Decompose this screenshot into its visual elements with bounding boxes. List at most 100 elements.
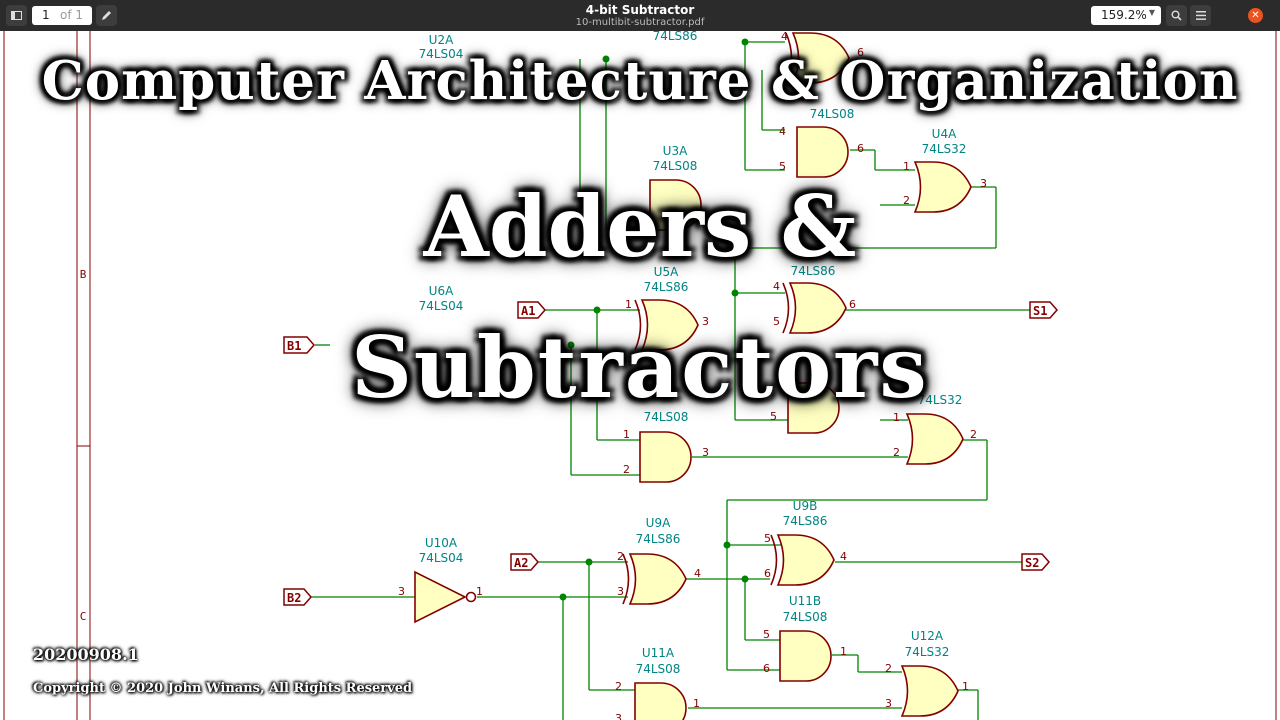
sidebar-icon <box>11 11 22 20</box>
zoom-value: 159.2% <box>1101 8 1147 22</box>
schematic-canvas: B C <box>3 31 1277 720</box>
component-part: 74LS86 <box>783 514 828 528</box>
pin-number: 6 <box>857 46 864 59</box>
document-filename: 10-multibit-subtractor.pdf <box>575 17 705 28</box>
zoom-select[interactable]: 159.2% ▼ <box>1091 6 1161 25</box>
port-a1 <box>517 301 546 319</box>
pin-number: 5 <box>781 58 788 71</box>
close-button[interactable]: ✕ <box>1248 8 1263 23</box>
junction-dot <box>567 341 575 349</box>
component-ref: U6A <box>429 284 454 298</box>
pin-number: 6 <box>857 142 864 155</box>
pin-number: 2 <box>970 428 977 441</box>
gate-not <box>414 571 477 623</box>
component-part: 74LS08 <box>783 610 828 624</box>
pin-number: 5 <box>764 532 771 545</box>
port-b1 <box>283 336 315 354</box>
pin-number: 6 <box>849 298 856 311</box>
pin-number: 1 <box>625 298 632 311</box>
pin-number: 2 <box>885 662 892 675</box>
wires <box>310 41 1030 720</box>
component-ref: U5A <box>654 265 679 279</box>
gate-or <box>901 665 959 717</box>
component-ref: U9A <box>646 516 671 530</box>
pin-number: 2 <box>615 680 622 693</box>
component-ref: U2A <box>429 33 454 47</box>
junction-dot <box>585 558 593 566</box>
pin-number: 2 <box>617 550 624 563</box>
pin-number: 3 <box>615 712 622 720</box>
gate-and <box>796 126 849 178</box>
component-part: 74LS86 <box>636 532 681 546</box>
pin-number: 3 <box>885 697 892 710</box>
junction-dot <box>593 306 601 314</box>
pin-number: 5 <box>770 410 777 423</box>
gate-or <box>906 413 964 465</box>
pin-number: 4 <box>840 550 847 563</box>
pin-number: 1 <box>903 160 910 173</box>
pin-number: 3 <box>702 446 709 459</box>
pin-number: 1 <box>962 680 969 693</box>
component-part: 74LS86 <box>791 264 836 278</box>
menu-button[interactable] <box>1190 5 1211 26</box>
page-number-input[interactable]: 1 of 1 <box>32 6 92 25</box>
pin-number: 2 <box>903 194 910 207</box>
pin-number: 3 <box>702 315 709 328</box>
port-label: B2 <box>287 591 301 605</box>
component-part: 74LS32 <box>905 645 950 659</box>
pencil-icon <box>102 11 111 20</box>
component-part: 74LS08 <box>644 410 689 424</box>
border-label-b: B <box>80 268 87 281</box>
topic-title-line1: Adders & <box>423 177 857 276</box>
component-ref: U11B <box>789 594 821 608</box>
sidebar-toggle-button[interactable] <box>6 5 27 26</box>
pin-number: 6 <box>763 662 770 675</box>
viewer-titlebar: 1 of 1 4-bit Subtractor 10-multibit-subt… <box>0 0 1280 31</box>
search-button[interactable] <box>1166 5 1187 26</box>
sheet-border <box>3 31 1277 720</box>
pin-number: 1 <box>693 697 700 710</box>
component-part: 74LS08 <box>810 107 855 121</box>
close-icon: ✕ <box>1251 10 1260 21</box>
page-current: 1 <box>42 8 50 22</box>
gate-xor <box>770 534 835 586</box>
junction-dot <box>741 575 749 583</box>
component-part: 74LS04 <box>419 47 464 61</box>
junction-dot <box>741 38 749 46</box>
pin-number: 2 <box>893 446 900 459</box>
component-part: 74LS08 <box>636 662 681 676</box>
pin-number: 5 <box>763 628 770 641</box>
component-part: 74LS86 <box>653 31 698 43</box>
chevron-down-icon: ▼ <box>1148 8 1155 17</box>
topic-title-line2: Subtractors <box>351 318 929 417</box>
component-part: 74LS04 <box>419 299 464 313</box>
junction-dot <box>559 593 567 601</box>
pin-number: 1 <box>476 585 483 598</box>
pin-number: 6 <box>764 567 771 580</box>
port-s2 <box>1021 553 1050 571</box>
component-ref: U12A <box>911 629 944 643</box>
port-a2 <box>510 553 539 571</box>
version-label: 20200908.1 <box>33 645 139 664</box>
component-part: 74LS32 <box>922 142 967 156</box>
component-part: 74LS08 <box>653 159 698 173</box>
pin-number: 4 <box>781 31 788 43</box>
port-label: S2 <box>1025 556 1039 570</box>
component-ref: U10A <box>425 536 458 550</box>
gates <box>414 32 972 720</box>
port-b2 <box>283 588 312 606</box>
junction-dot <box>731 289 739 297</box>
ports <box>283 301 1058 606</box>
pin-number: 5 <box>779 160 786 173</box>
gate-xor <box>622 553 687 605</box>
junctions <box>559 38 749 601</box>
menu-icon <box>1195 11 1206 20</box>
pin-number: 4 <box>694 567 701 580</box>
component-ref: U4A <box>932 127 957 141</box>
gate-and <box>634 682 687 720</box>
component-ref: U9B <box>793 499 818 513</box>
port-label: A2 <box>514 556 528 570</box>
gate-and <box>779 630 832 682</box>
annotate-button[interactable] <box>96 5 117 26</box>
course-title: Computer Architecture & Organization <box>41 50 1239 112</box>
